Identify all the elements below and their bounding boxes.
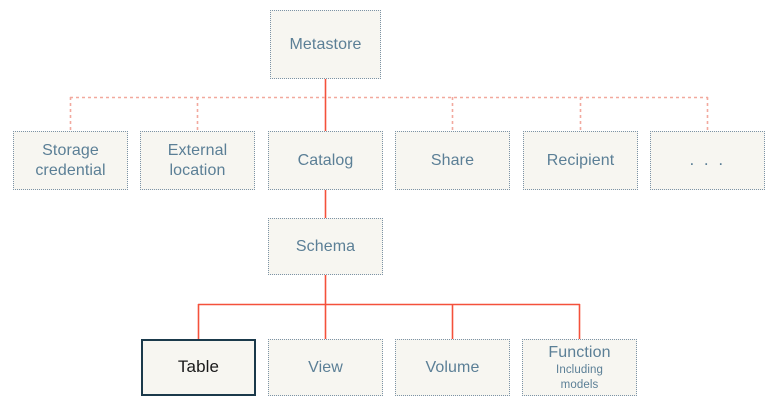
node-metastore[interactable]: Metastore [270,10,381,79]
node-more[interactable]: . . . [650,131,765,190]
node-catalog[interactable]: Catalog [268,131,383,190]
node-more-label: . . . [689,150,726,170]
node-table-label: Table [177,357,220,377]
node-function-label: Function [548,344,611,362]
node-external-location-label: External location [167,142,228,179]
node-volume-label: Volume [425,358,480,376]
node-storage-credential-label: Storage credential [35,142,106,179]
node-schema-label: Schema [295,237,356,255]
node-recipient-label: Recipient [546,151,615,169]
node-table[interactable]: Table [141,339,256,396]
node-view-label: View [308,358,343,376]
node-metastore-label: Metastore [289,35,362,53]
node-schema[interactable]: Schema [268,218,383,275]
node-view[interactable]: View [268,339,383,396]
node-function-subtitle: Including models [556,364,603,391]
node-catalog-label: Catalog [297,151,354,169]
node-volume[interactable]: Volume [395,339,510,396]
node-external-location[interactable]: External location [140,131,255,190]
node-storage-credential[interactable]: Storage credential [13,131,128,190]
node-share[interactable]: Share [395,131,510,190]
node-recipient[interactable]: Recipient [523,131,638,190]
node-function[interactable]: Function Including models [522,339,637,396]
node-share-label: Share [430,151,475,169]
